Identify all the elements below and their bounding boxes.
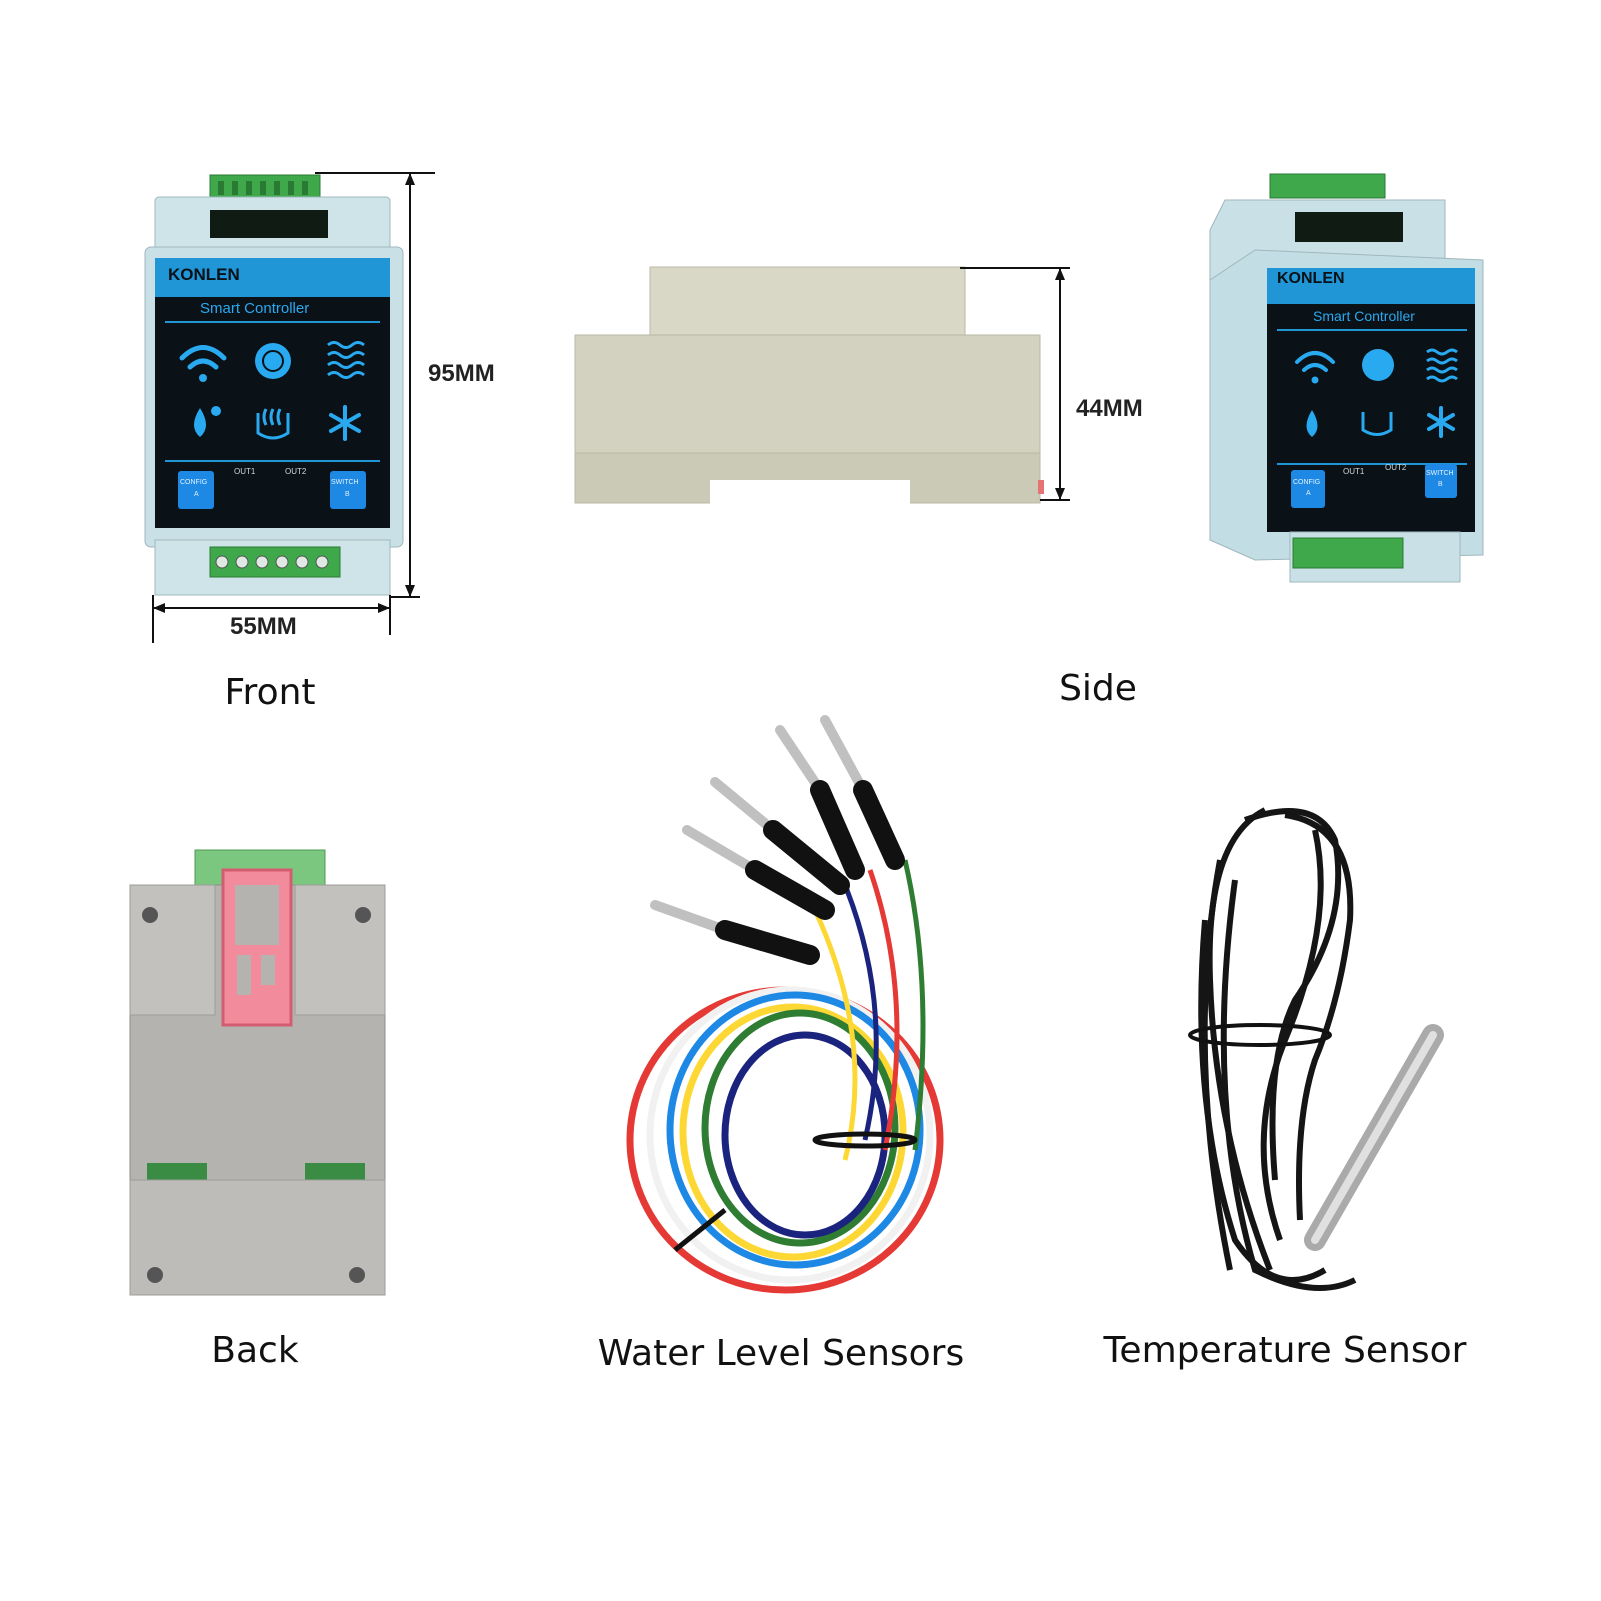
dimension-height-label: 95MM <box>428 360 495 387</box>
caption-side: Side <box>1059 668 1137 709</box>
front-brand-label: KONLEN <box>168 265 240 284</box>
angled-config-button-sub: A <box>1306 490 1311 497</box>
front-config-button-sub: A <box>194 491 199 498</box>
angled-out2-label: OUT2 <box>1385 463 1407 472</box>
caption-water-level-sensors: Water Level Sensors <box>597 1333 965 1374</box>
front-switch-button-sub: B <box>345 491 350 498</box>
angled-switch-button-label: SWITCH <box>1426 470 1454 477</box>
water-level-sensors-photo <box>615 710 965 1310</box>
caption-back: Back <box>211 1330 299 1371</box>
temperature-sensor-photo <box>1175 800 1465 1310</box>
front-out2-label: OUT2 <box>285 467 307 476</box>
front-out1-label: OUT1 <box>234 467 256 476</box>
front-model-label: Smart Controller <box>200 300 310 317</box>
back-unit-photo <box>125 845 395 1305</box>
caption-front: Front <box>224 672 316 713</box>
front-unit-photo: KONLEN Smart Controller OUT1 OUT2 CONFIG… <box>140 165 430 615</box>
angled-brand-label: KONLEN <box>1277 270 1345 287</box>
caption-temperature-sensor: Temperature Sensor <box>1103 1330 1467 1371</box>
front-switch-button-label: SWITCH <box>331 479 359 486</box>
angled-out1-label: OUT1 <box>1343 467 1365 476</box>
side-unit-photo <box>570 265 1050 515</box>
dimension-depth-label: 44MM <box>1076 395 1143 422</box>
angled-model-label: Smart Controller <box>1313 308 1415 324</box>
dimension-width-label: 55MM <box>230 613 297 640</box>
angled-config-button-label: CONFIG <box>1293 479 1321 486</box>
side-dimension-lines <box>960 267 1070 501</box>
front-dimension-lines <box>152 172 435 643</box>
front-config-button-label: CONFIG <box>180 479 208 486</box>
angled-unit-photo: KONLEN Smart Controller OUT1 OUT2 CONFIG… <box>1205 170 1495 600</box>
angled-switch-button-sub: B <box>1438 481 1443 488</box>
